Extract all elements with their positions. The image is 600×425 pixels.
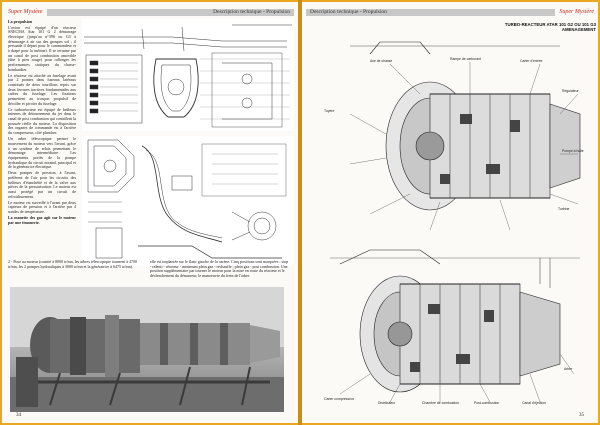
- header-bar: Description technique - Propulsion: [306, 8, 556, 16]
- paragraph: L'avion est équipé d'un réacteur SNECMA …: [8, 24, 76, 72]
- right-page: Description technique - Propulsion Super…: [302, 2, 598, 423]
- engine-title-line-1: TURBO-REACTEUR ATAR 101 G2 OU 101 G3: [504, 22, 596, 27]
- paragraph: Un arbre télescopique permet le mouvemen…: [8, 136, 76, 170]
- page-number: 35: [579, 413, 584, 418]
- cutaway-label: Régulateur: [562, 89, 579, 93]
- right-page-header: Description technique - Propulsion Super…: [306, 8, 594, 16]
- section-heading: La propulsion: [8, 19, 33, 24]
- page-number: 34: [16, 413, 21, 418]
- paragraph: Le réacteur est attaché au fuselage avan…: [8, 72, 76, 106]
- engine-title: TURBO-REACTEUR ATAR 101 G2 OU 101 G3 AME…: [478, 22, 596, 32]
- section-title: Description technique - Propulsion: [213, 9, 290, 15]
- continuation-text: elle est implantée sur le flanc gauche d…: [150, 259, 289, 278]
- section-title: Description technique - Propulsion: [310, 9, 387, 15]
- cutaway-label: Rampe de carburant: [450, 57, 481, 61]
- magazine-logo: Super Mystère: [8, 9, 43, 15]
- cutaway-label: Carter d'entrée: [520, 59, 543, 63]
- cutaway-label: Post-combustion: [474, 401, 499, 405]
- cutaway-label: Pompe à huile: [562, 149, 584, 153]
- technical-drawing-middle: [82, 136, 294, 266]
- left-page-header: Super Mystère Description technique - Pr…: [8, 8, 294, 16]
- cutaway-label: Carter compresseur: [324, 397, 355, 401]
- article-continuation: elle est implantée sur le flanc gauche d…: [150, 259, 290, 278]
- paragraph: Ce turboréacteur est équipé de brûleurs …: [8, 106, 76, 136]
- cutaway-label: Distributeur: [378, 401, 396, 405]
- caption-text: 2 - Pose au moteur (comité à 8000 tr/mn,…: [8, 259, 137, 269]
- engine-title-line-2: AMENAGEMENT: [561, 27, 596, 32]
- cutaway-label: Chambre de combustion: [422, 401, 459, 405]
- paragraph: La manette des gaz agit sur le moteur pa…: [8, 215, 76, 225]
- left-page: Super Mystère Description technique - Pr…: [2, 2, 298, 423]
- cutaway-label: Axe de chasse: [370, 59, 392, 63]
- technical-drawing-top: [82, 19, 294, 131]
- header-bar: Description technique - Propulsion: [46, 8, 294, 16]
- cutaway-label: Canal d'éjection: [522, 401, 546, 405]
- paragraph: Deux pompes de pression, à l'avant, préf…: [8, 170, 76, 199]
- photo-caption: 2 - Pose au moteur (comité à 8000 tr/mn,…: [8, 259, 146, 269]
- cutaway-label: Turbine: [558, 207, 569, 211]
- cutaway-label: Tuyère: [324, 109, 335, 113]
- paragraph: Le moteur est surveillé à l'avant par de…: [8, 199, 76, 215]
- page-gutter: [298, 0, 302, 425]
- engine-cutaway-top: Axe de chasse Rampe de carburant Carter …: [310, 34, 594, 240]
- article-column-1: La propulsion L'avion est équipé d'un ré…: [8, 19, 76, 288]
- engine-cutaway-bottom: Carter compresseur Distributeur Chambre …: [310, 244, 594, 408]
- magazine-logo: Super Mystère: [559, 9, 594, 15]
- engine-photograph: [10, 287, 284, 412]
- cutaway-label: Arbre: [564, 367, 572, 371]
